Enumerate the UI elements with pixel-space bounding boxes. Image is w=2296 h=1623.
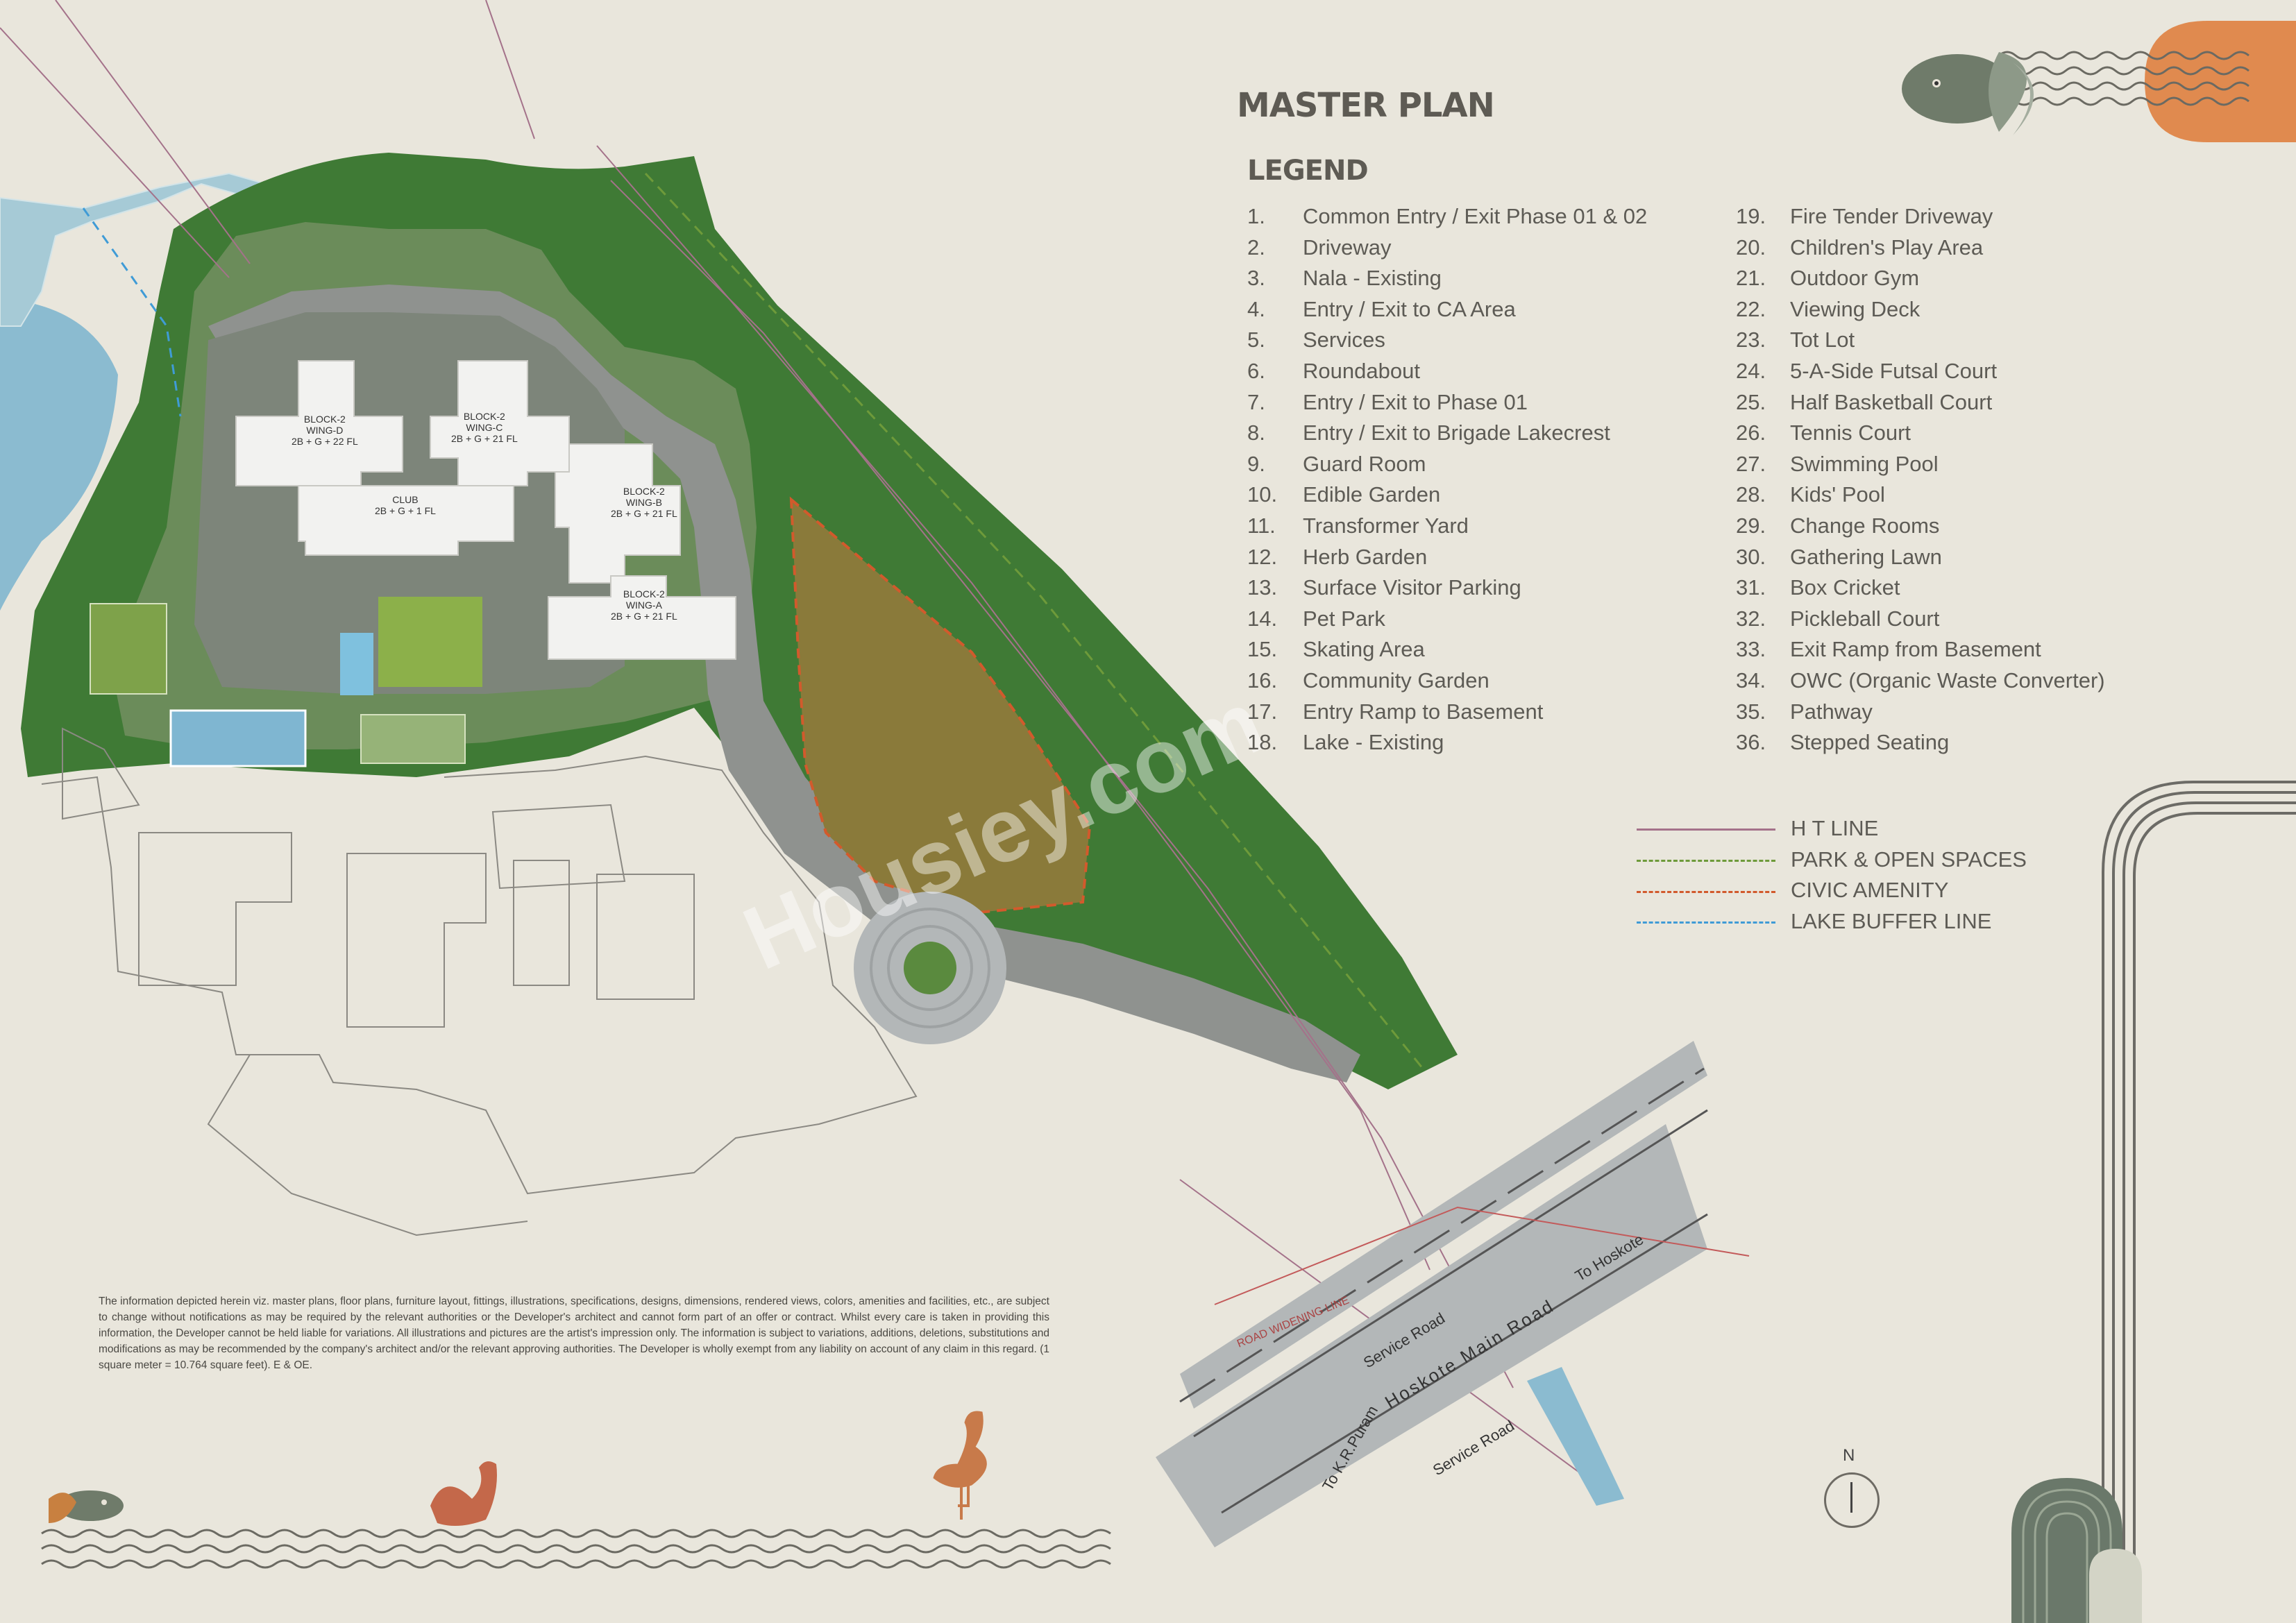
buildings [235, 360, 736, 660]
phase-01-outline [41, 727, 918, 1237]
legend-item: 15.Skating Area [1247, 637, 1425, 662]
curved-lines-decor [2102, 781, 2296, 1623]
legend-item: 1.Common Entry / Exit Phase 01 & 02 [1247, 204, 1648, 228]
lake-area [0, 298, 118, 611]
gathering-lawn [378, 597, 482, 687]
legend-item: 14.Pet Park [1247, 606, 1385, 631]
civic-amenity-legend: CIVIC AMENITY [1637, 875, 2027, 906]
compass-ring [1824, 1472, 1880, 1528]
legend-item: 31.Box Cricket [1736, 575, 1900, 600]
legend-item: 12.Herb Garden [1247, 544, 1428, 569]
bottom-wave-lines [41, 1529, 1111, 1569]
hoskote-main-road [1156, 1041, 1750, 1547]
legend-item: 19.Fire Tender Driveway [1736, 204, 1993, 228]
legend-item: 10.Edible Garden [1247, 482, 1441, 507]
wave-lines-top [1998, 51, 2249, 106]
legend-item: 28.Kids' Pool [1736, 482, 1885, 507]
swan-icon [430, 1461, 497, 1526]
legend-heading: LEGEND [1247, 155, 1369, 187]
legend-item: 34.OWC (Organic Waste Converter) [1736, 668, 2105, 692]
lake-buffer-line [82, 207, 182, 417]
legend-item: 23.Tot Lot [1736, 328, 1855, 352]
north-arrow: N [1824, 1446, 1880, 1529]
legend-item: 6.Roundabout [1247, 358, 1420, 383]
legend-item: 16.Community Garden [1247, 668, 1489, 692]
legend-item: 26.Tennis Court [1736, 420, 1911, 445]
legend-item: 36.Stepped Seating [1736, 730, 1950, 755]
legend-item: 25.Half Basketball Court [1736, 389, 1993, 414]
legend-column-2: 19.Fire Tender Driveway 20.Children's Pl… [1736, 201, 2105, 758]
futsal-court [90, 603, 167, 695]
disclaimer-text: The information depicted herein viz. mas… [99, 1295, 1049, 1371]
nala-channel [0, 172, 280, 327]
page-title: MASTER PLAN [1237, 86, 1495, 125]
internal-driveway [208, 284, 1360, 1082]
fish-icon [1902, 52, 2034, 135]
legend-item: 2.Driveway [1247, 235, 1392, 260]
legend-item: 22.Viewing Deck [1736, 296, 1921, 321]
park-open-spaces-legend: PARK & OPEN SPACES [1637, 844, 2027, 876]
legend-item: 3.Nala - Existing [1247, 266, 1442, 291]
small-fish-icon [49, 1490, 124, 1523]
legend-item: 35.Pathway [1736, 699, 1873, 724]
legend-item: 29.Change Rooms [1736, 513, 1940, 538]
park-open-space-line [644, 172, 1424, 1069]
legend-item: 9.Guard Room [1247, 451, 1426, 476]
box-cricket [360, 714, 466, 764]
legend-item: 11.Transformer Yard [1247, 513, 1469, 538]
legend-item: 27.Swimming Pool [1736, 451, 1939, 476]
flamingo-icon [933, 1411, 987, 1520]
arch-decor [2011, 1478, 2142, 1623]
lake-buffer-legend: LAKE BUFFER LINE [1637, 906, 2027, 937]
orange-corner-shape [2145, 21, 2296, 142]
legend-item: 30.Gathering Lawn [1736, 544, 1942, 569]
legend-item: 17.Entry Ramp to Basement [1247, 699, 1544, 724]
legend-item: 20.Children's Play Area [1736, 235, 1984, 260]
legend-item: 4.Entry / Exit to CA Area [1247, 296, 1516, 321]
legend-column-1: 1.Common Entry / Exit Phase 01 & 02 2.Dr… [1247, 201, 1647, 758]
swimming-pool [340, 633, 373, 695]
roundabout [854, 892, 1006, 1044]
compass-north-label: N [1843, 1446, 1855, 1465]
tennis-court [169, 709, 307, 767]
civic-amenity-plot [789, 496, 1092, 915]
line-legend: H T LINE PARK & OPEN SPACES CIVIC AMENIT… [1637, 813, 2027, 937]
legend-item: 7.Entry / Exit to Phase 01 [1247, 389, 1528, 414]
legend-item: 18.Lake - Existing [1247, 730, 1444, 755]
legend-item: 32.Pickleball Court [1736, 606, 1940, 631]
legend-item: 21.Outdoor Gym [1736, 266, 1920, 291]
legend-item: 5.Services [1247, 328, 1385, 352]
ht-line-legend: H T LINE [1637, 813, 2027, 844]
legend-item: 24.5-A-Side Futsal Court [1736, 358, 1998, 383]
legend-item: 8.Entry / Exit to Brigade Lakecrest [1247, 420, 1610, 445]
compass-needle-icon [1850, 1482, 1852, 1513]
legend-item: 13.Surface Visitor Parking [1247, 575, 1521, 600]
legend-item: 33.Exit Ramp from Basement [1736, 637, 2041, 662]
